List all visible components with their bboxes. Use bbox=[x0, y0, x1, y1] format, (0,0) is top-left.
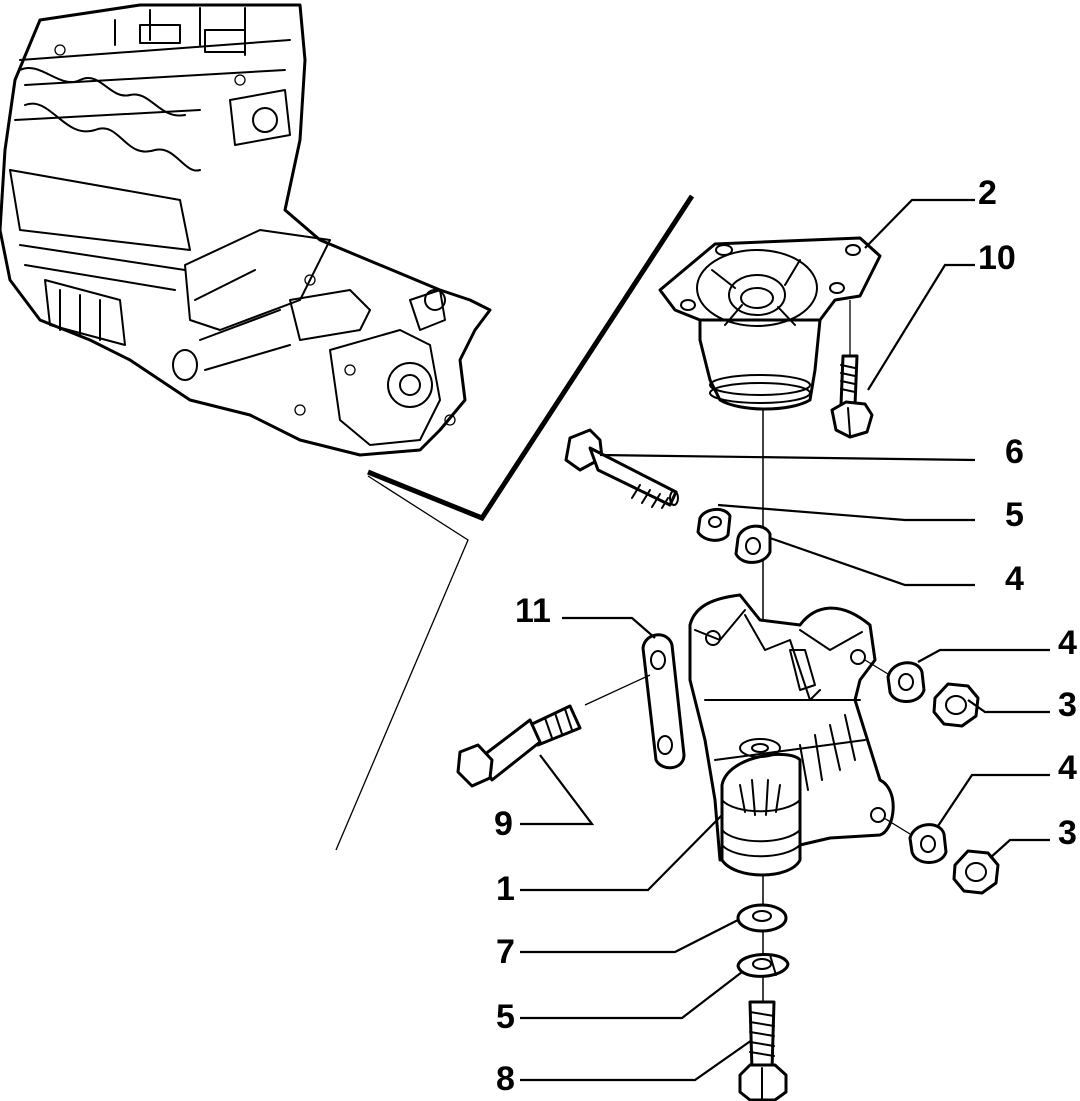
callout-4: 4 bbox=[1058, 624, 1077, 662]
lock-washer-lower bbox=[736, 952, 790, 978]
flat-washer-right-upper bbox=[886, 661, 926, 703]
flange-nut-right-lower bbox=[952, 849, 1000, 895]
upper-mount-cup bbox=[658, 236, 882, 411]
zoom-pointer bbox=[335, 194, 695, 851]
callout-4: 4 bbox=[1005, 560, 1024, 598]
callout-6: 6 bbox=[1005, 433, 1024, 471]
flat-washer-upper bbox=[734, 524, 772, 564]
callout-3: 3 bbox=[1058, 814, 1077, 852]
callout-2: 2 bbox=[978, 174, 997, 212]
mount-bolt-short bbox=[830, 300, 874, 439]
engine-mount-bracket bbox=[688, 593, 895, 877]
callout-4: 4 bbox=[1058, 749, 1077, 787]
callout-1: 1 bbox=[496, 870, 515, 908]
callout-9: 9 bbox=[494, 805, 513, 843]
callout-labels: 2 10 6 5 4 11 4 3 4 9 3 1 7 5 8 bbox=[494, 174, 1077, 1098]
link-plate bbox=[641, 633, 686, 770]
callout-5: 5 bbox=[1005, 496, 1024, 534]
flat-washer-lower bbox=[736, 903, 788, 933]
angled-bolt bbox=[456, 674, 651, 788]
lower-bolt bbox=[738, 1000, 788, 1101]
callout-10: 10 bbox=[978, 239, 1016, 277]
flat-washer-right-lower bbox=[908, 823, 948, 864]
callout-5: 5 bbox=[496, 998, 515, 1036]
callout-3: 3 bbox=[1058, 686, 1077, 724]
leader-lines bbox=[520, 198, 1050, 1082]
engine-gearbox-overview bbox=[0, 3, 492, 457]
long-bolt bbox=[564, 428, 679, 509]
callout-7: 7 bbox=[496, 933, 515, 971]
callout-11: 11 bbox=[515, 592, 551, 630]
lock-washer-upper bbox=[696, 508, 732, 542]
callout-8: 8 bbox=[496, 1060, 515, 1098]
flange-nut-right-upper bbox=[932, 682, 980, 728]
